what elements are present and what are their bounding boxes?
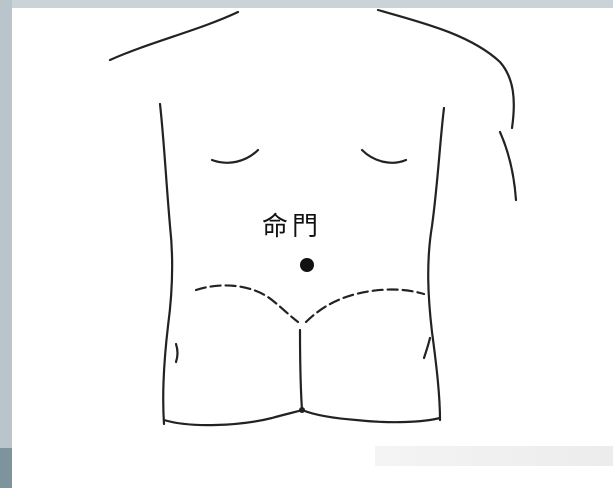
right-torso-outline [428, 108, 444, 420]
gluteal-cleft [300, 330, 302, 410]
right-arm-outline [500, 132, 516, 200]
right-chest-curve [362, 150, 406, 163]
right-hip-crease [424, 338, 430, 358]
acupoint-dot [300, 258, 314, 272]
right-shoulder-line [378, 10, 514, 128]
right-buttock-top [306, 290, 424, 323]
left-buttock-top [196, 285, 298, 322]
left-torso-outline [160, 104, 172, 424]
left-buttock-bottom [164, 410, 302, 425]
right-buttock-bottom [302, 410, 440, 422]
left-chest-curve [212, 150, 258, 163]
acupoint-label: 命門 [262, 214, 322, 240]
left-shoulder-line [110, 12, 238, 60]
left-hip-crease [176, 344, 178, 362]
sacral-dot [299, 407, 305, 413]
